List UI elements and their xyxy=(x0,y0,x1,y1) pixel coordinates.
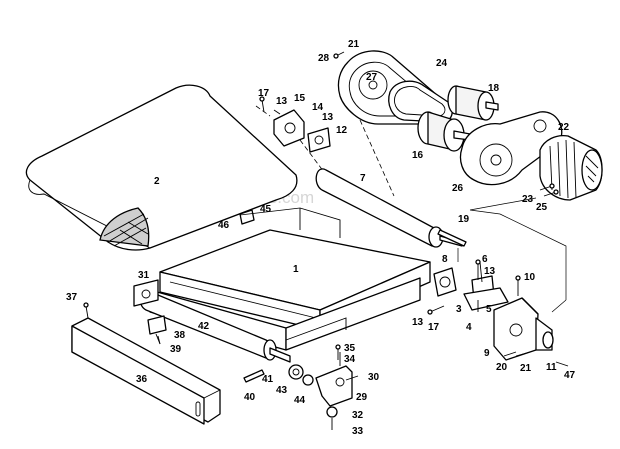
drive-pulley xyxy=(417,111,471,152)
label-44: 44 xyxy=(294,395,306,406)
screw-23 xyxy=(539,183,555,191)
flange-12 xyxy=(307,127,331,153)
screw-47 xyxy=(555,361,569,367)
label-3: 3 xyxy=(456,304,462,315)
label-32: 32 xyxy=(352,410,364,421)
screw-39 xyxy=(157,335,161,345)
part-labels: 1 2 3 4 5 6 7 8 9 10 11 12 13 13 13 13 1… xyxy=(66,39,576,437)
label-29: 29 xyxy=(356,392,368,403)
shaft-19 xyxy=(437,229,467,247)
label-11: 11 xyxy=(546,362,557,373)
label-14: 14 xyxy=(312,102,324,113)
label-16: 16 xyxy=(412,150,424,161)
label-40: 40 xyxy=(244,392,256,403)
label-9: 9 xyxy=(484,348,490,359)
label-45: 45 xyxy=(260,204,272,215)
screw-30 xyxy=(345,375,359,381)
label-13-a: 13 xyxy=(276,96,288,107)
label-13-d: 13 xyxy=(412,317,424,328)
housing-15 xyxy=(273,109,305,147)
label-39: 39 xyxy=(170,344,182,355)
label-4: 4 xyxy=(466,322,472,333)
bracket-29 xyxy=(315,352,353,430)
label-30: 30 xyxy=(368,372,380,383)
motor xyxy=(539,134,603,201)
plate-3 xyxy=(463,287,509,312)
screw-13-top xyxy=(273,109,281,115)
label-19: 19 xyxy=(458,214,470,225)
tension-knob xyxy=(147,315,167,345)
label-38: 38 xyxy=(174,330,186,341)
screw-37 xyxy=(83,302,89,319)
screw-28 xyxy=(333,51,345,59)
bolt-40 xyxy=(243,369,265,383)
label-22: 22 xyxy=(558,122,570,133)
label-35: 35 xyxy=(344,343,356,354)
label-43: 43 xyxy=(276,385,288,396)
bearing-8 xyxy=(433,267,457,297)
motor-pulley xyxy=(447,85,499,121)
label-8: 8 xyxy=(442,254,448,265)
screw-35 xyxy=(335,344,341,360)
screw-17-top xyxy=(259,96,265,113)
screw-20 xyxy=(503,351,517,357)
sanding-belt xyxy=(25,84,298,251)
screw-10 xyxy=(515,275,521,296)
label-17-b: 17 xyxy=(428,322,440,333)
label-10: 10 xyxy=(524,272,536,283)
label-20: 20 xyxy=(496,362,508,373)
label-13-b: 13 xyxy=(322,112,334,123)
label-28: 28 xyxy=(318,53,330,64)
label-21-a: 21 xyxy=(348,39,360,50)
label-41: 41 xyxy=(262,374,274,385)
label-1: 1 xyxy=(293,264,299,275)
screw-25 xyxy=(543,189,559,197)
label-27: 27 xyxy=(366,72,378,83)
label-21-b: 21 xyxy=(520,363,532,374)
leader-lines xyxy=(239,105,567,313)
label-33: 33 xyxy=(352,426,364,437)
label-7: 7 xyxy=(360,173,366,184)
collar-43 xyxy=(288,364,304,380)
label-31: 31 xyxy=(138,270,150,281)
label-36: 36 xyxy=(136,374,148,385)
label-15: 15 xyxy=(294,93,306,104)
label-6: 6 xyxy=(482,254,488,265)
washer-44 xyxy=(302,374,314,386)
screw-21-low xyxy=(515,351,531,357)
left-bracket xyxy=(133,279,159,307)
label-34: 34 xyxy=(344,354,356,365)
label-13-c: 13 xyxy=(484,266,496,277)
label-42: 42 xyxy=(198,321,210,332)
label-12: 12 xyxy=(336,125,348,136)
label-5: 5 xyxy=(486,304,492,315)
label-47: 47 xyxy=(564,370,576,381)
screw-6 xyxy=(475,259,481,280)
lower-drum xyxy=(139,289,291,363)
label-2: 2 xyxy=(154,176,160,187)
label-37: 37 xyxy=(66,292,78,303)
label-18: 18 xyxy=(488,83,500,94)
screw-17-low xyxy=(427,305,445,315)
label-23: 23 xyxy=(522,194,534,205)
label-24: 24 xyxy=(436,58,448,69)
label-17-a: 17 xyxy=(258,88,270,99)
label-25: 25 xyxy=(536,202,548,213)
gearbox xyxy=(493,297,554,361)
label-46: 46 xyxy=(218,220,230,231)
drive-belt xyxy=(388,80,453,123)
belt-guard xyxy=(71,317,221,425)
label-26: 26 xyxy=(452,183,464,194)
